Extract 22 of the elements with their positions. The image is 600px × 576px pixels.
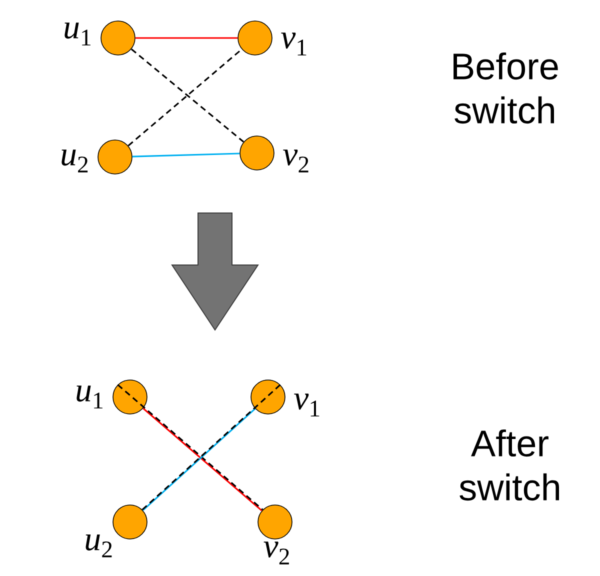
vertex-label: v$_{2}$ (264, 542, 289, 564)
vertex-label: v$_{2}$ (283, 150, 308, 172)
vertex-circle (98, 140, 132, 174)
vertex-label: u$_{2}$ (62, 150, 88, 172)
connector-line (142, 384, 281, 510)
vertex-circle (258, 504, 292, 540)
connector-line (117, 384, 264, 510)
connector-line (132, 152, 240, 158)
connector-line (135, 37, 238, 39)
caption-text: Before switch (454, 52, 558, 124)
vertex-label: u$_{2}$ (86, 534, 112, 558)
vertex-circle (240, 136, 274, 170)
vertex-circle (238, 20, 272, 56)
vertex-circle (112, 380, 148, 414)
vertex-circle (250, 380, 286, 414)
vertex-label: v$_{1}$ (281, 32, 306, 56)
caption-text: After switch (460, 429, 559, 501)
vertex-label: v$_{1}$ (294, 394, 320, 416)
vertex-label: u$_{1}$ (76, 386, 102, 408)
vertex-circle (112, 504, 148, 540)
vertex-label: u$_{1}$ (64, 22, 90, 46)
vertex-circle (100, 20, 136, 56)
